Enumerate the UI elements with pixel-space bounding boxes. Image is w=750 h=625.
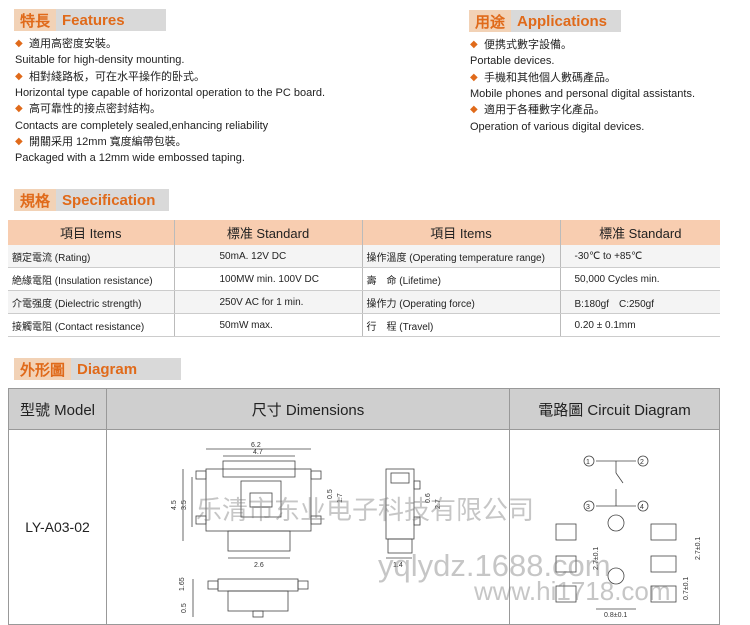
- features-title-cn: 特長: [14, 9, 57, 31]
- spec-cell: -30℃ to +85℃: [560, 245, 720, 268]
- diagram-col-circuit: 電路圖 Circuit Diagram: [509, 388, 720, 430]
- spec-col-items: 項目 Items: [362, 220, 561, 245]
- dimensions-drawing: 6.2 4.7 4.5 3.5 0.5 1.7 2.6 0.6 2.7: [171, 442, 442, 618]
- feature-item: ◆開關采用 12mm 寬度編帶包裝。: [15, 135, 187, 148]
- spec-header-row: 項目 Items 標准 Standard 項目 Items 標准 Standar…: [8, 220, 720, 245]
- dim-circuit-vert3: 0.7±0.1: [683, 577, 690, 600]
- spec-col-standard: 標准 Standard: [560, 220, 720, 245]
- diamond-bullet-icon: ◆: [15, 70, 23, 82]
- spec-cell: 接觸電阻 (Contact resistance): [8, 313, 175, 337]
- features-header: 特長 Features: [14, 9, 167, 31]
- circuit-lines: [555, 455, 677, 610]
- applications-list: ◆便携式數字設備。 Portable devices. ◆手機和其他個人數碼產品…: [470, 37, 695, 135]
- dim-front-b: 0.5: [181, 603, 188, 613]
- dim-right-b: 1.7: [337, 493, 344, 503]
- diamond-bullet-icon: ◆: [470, 71, 478, 83]
- application-item-en: Portable devices.: [470, 55, 555, 68]
- diagram-title-cn: 外形圖: [14, 358, 72, 380]
- spec-cell: 250V AC for 1 min.: [174, 290, 363, 314]
- application-item: ◆適用于各種數字化產品。: [470, 104, 605, 117]
- spec-cell: 50mA. 12V DC: [174, 245, 363, 268]
- spec-cell: 行 程 (Travel): [362, 313, 561, 337]
- applications-title-en: Applications: [511, 10, 622, 32]
- feature-item-en: Contacts are completely sealed,enhancing…: [15, 119, 269, 132]
- feature-item-en: Horizontal type capable of horizontal op…: [15, 87, 326, 100]
- dim-circuit-vert2: 2.7±0.1: [695, 537, 702, 560]
- diagram-header-row: 型號 Model 尺寸 Dimensions 電路圖 Circuit Diagr…: [8, 388, 720, 430]
- table-row: 絶緣電阻 (Insulation resistance) 100MW min. …: [8, 267, 720, 291]
- dim-right-a: 0.5: [327, 489, 334, 499]
- diamond-bullet-icon: ◆: [15, 103, 23, 115]
- feature-item: ◆相對綫路板，可在水平操作的卧式。: [15, 70, 205, 83]
- pin-label: 1: [586, 459, 590, 466]
- features-title-en: Features: [56, 9, 167, 31]
- spec-cell: 絶緣電阻 (Insulation resistance): [8, 267, 175, 291]
- features-list: ◆適用高密度安裝。 Suitable for high-density moun…: [15, 36, 325, 166]
- table-row: 接觸電阻 (Contact resistance) 50mW max. 行 程 …: [8, 313, 720, 337]
- pin-label: 3: [586, 504, 590, 511]
- table-row: 介電强度 (Dielectric strength) 250V AC for 1…: [8, 290, 720, 314]
- spec-cell: 操作力 (Operating force): [362, 290, 561, 314]
- applications-title-cn: 用途: [469, 10, 512, 32]
- spec-cell: 介電强度 (Dielectric strength): [8, 290, 175, 314]
- diagram-title-en: Diagram: [71, 358, 182, 380]
- spec-cell: 50mW max.: [174, 313, 363, 337]
- diamond-bullet-icon: ◆: [470, 39, 478, 51]
- application-item-en: Operation of various digital devices.: [470, 120, 645, 133]
- spec-cell: 操作溫度 (Operating temperature range): [362, 245, 561, 268]
- diagram-col-dimensions: 尺寸 Dimensions: [106, 388, 510, 430]
- side-view: [385, 468, 421, 559]
- spec-cell: 額定電流 (Rating): [8, 245, 175, 268]
- specification-title-en: Specification: [56, 189, 170, 211]
- front-view: [192, 578, 309, 618]
- specification-title-cn: 規格: [14, 189, 57, 211]
- pin-label: 4: [640, 504, 644, 511]
- dim-side-small: 0.6: [425, 493, 432, 503]
- diamond-bullet-icon: ◆: [15, 38, 23, 50]
- diagram-row: LY-A03-02: [8, 429, 720, 625]
- diagram-col-model: 型號 Model: [8, 388, 107, 430]
- specification-header: 規格 Specification: [14, 189, 170, 211]
- circuit-drawing-cell: 1 2 3 4 2.7±0.1 2.7±0.1 0.7±0.1 0.8±0.1: [509, 429, 720, 625]
- circuit-drawing: 1 2 3 4 2.7±0.1 2.7±0.1 0.7±0.1 0.8±0.1: [555, 455, 702, 619]
- dim-bottom: 2.6: [254, 562, 264, 569]
- model-name: LY-A03-02: [8, 429, 107, 625]
- application-item: ◆便携式數字設備。: [470, 39, 572, 52]
- dimensions-drawing-cell: 6.2 4.7 4.5 3.5 0.5 1.7 2.6 0.6 2.7: [106, 429, 510, 625]
- diamond-bullet-icon: ◆: [470, 104, 478, 116]
- spec-cell: 壽 命 (Lifetime): [362, 267, 561, 291]
- dim-circuit-vert: 2.7±0.1: [593, 547, 600, 570]
- top-view: [182, 448, 322, 559]
- applications-header: 用途 Applications: [469, 10, 622, 32]
- dim-left-outer: 4.5: [171, 500, 178, 510]
- spec-cell: 50,000 Cycles min.: [560, 267, 720, 291]
- spec-col-items: 項目 Items: [8, 220, 175, 245]
- feature-item-en: Suitable for high-density mounting.: [15, 54, 185, 67]
- diamond-bullet-icon: ◆: [15, 135, 23, 147]
- diagram-table: 型號 Model 尺寸 Dimensions 電路圖 Circuit Diagr…: [8, 388, 720, 625]
- spec-cell: 0.20 ± 0.1mm: [560, 313, 720, 337]
- application-item-en: Mobile phones and personal digital assis…: [470, 88, 696, 101]
- dim-side-w: 1.4: [393, 562, 403, 569]
- feature-item-en: Packaged with a 12mm wide embossed tapin…: [15, 152, 245, 165]
- specification-table: 項目 Items 標准 Standard 項目 Items 標准 Standar…: [8, 220, 720, 337]
- spec-cell: 100MW min. 100V DC: [174, 267, 363, 291]
- dim-side-h: 2.7: [435, 499, 442, 509]
- pin-label: 2: [640, 459, 644, 466]
- spec-cell: B:180gf C:250gf: [560, 290, 720, 314]
- dim-top: 6.2: [251, 442, 261, 449]
- application-item: ◆手機和其他個人數碼產品。: [470, 71, 616, 84]
- dim-circuit-horiz: 0.8±0.1: [604, 612, 627, 619]
- dim-front-a: 1.65: [179, 577, 186, 591]
- dim-left-inner: 3.5: [181, 500, 188, 510]
- spec-col-standard: 標准 Standard: [174, 220, 363, 245]
- feature-item: ◆適用高密度安裝。: [15, 38, 117, 51]
- feature-item: ◆高可靠性的接点密封結构。: [15, 103, 161, 116]
- diagram-header: 外形圖 Diagram: [14, 358, 182, 380]
- table-row: 額定電流 (Rating) 50mA. 12V DC 操作溫度 (Operati…: [8, 245, 720, 268]
- dim-inner: 4.7: [253, 449, 263, 456]
